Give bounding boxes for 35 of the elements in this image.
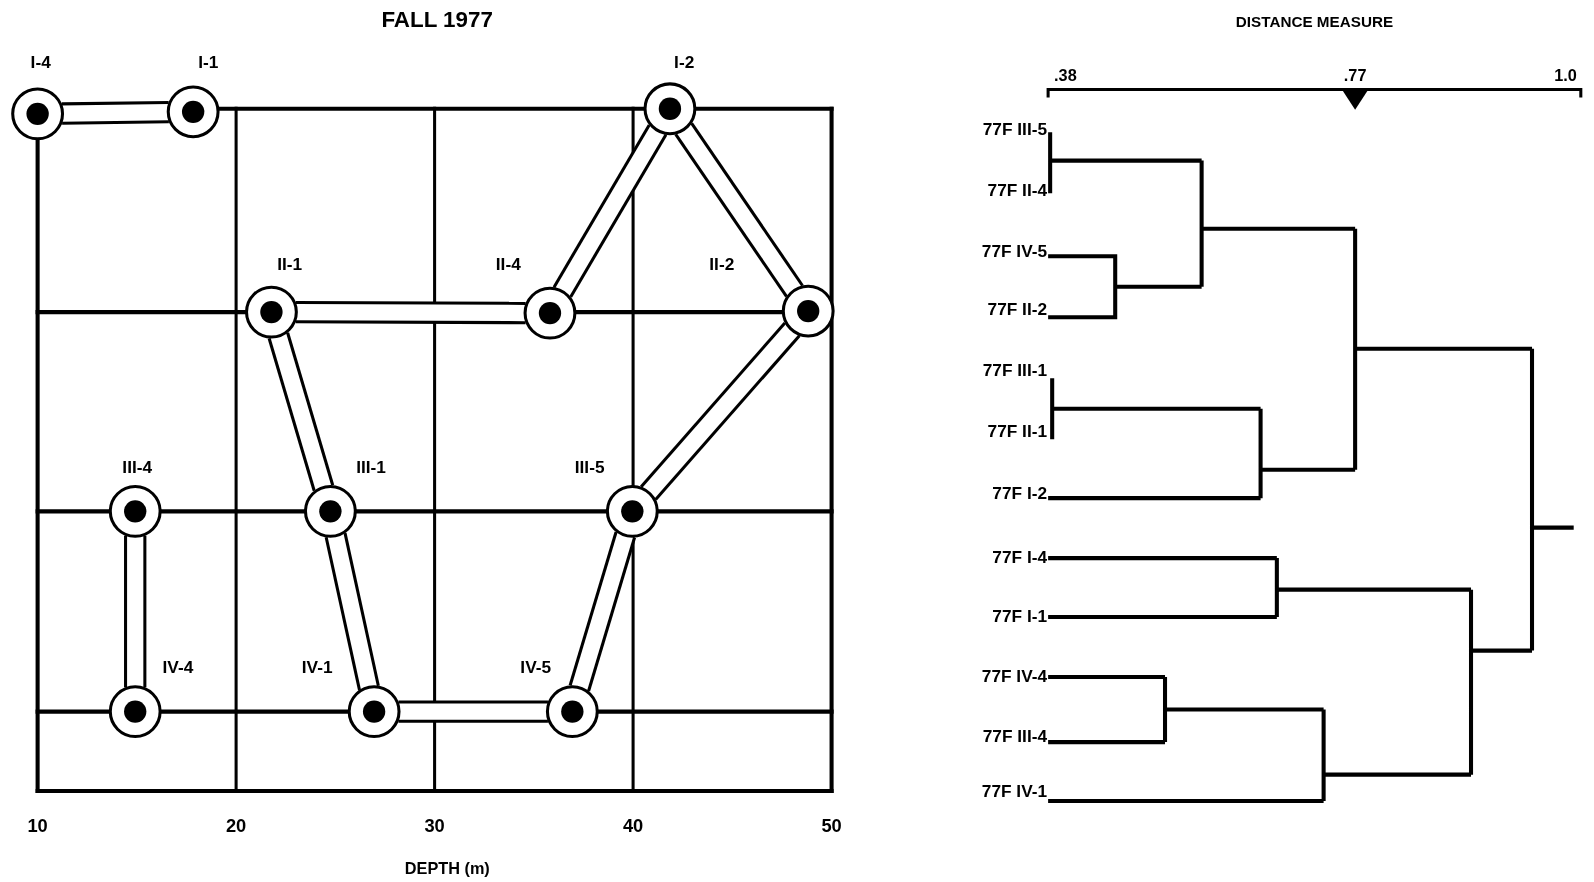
station-label: IV-5 (520, 657, 552, 679)
tick-label: 10 (27, 815, 48, 836)
station-label: III-1 (356, 457, 386, 478)
station-label: II-4 (495, 255, 521, 276)
leaf-label: 77F I-2 (992, 483, 1048, 505)
scale-value: .77 (1343, 66, 1367, 87)
chart-title: FALL 1977 (381, 10, 493, 31)
leaf-label: 77F IV-1 (981, 781, 1048, 803)
axis-title: DISTANCE MEASURE (1235, 12, 1394, 33)
station-label: IV-4 (162, 657, 194, 679)
station-label: III-5 (574, 457, 605, 478)
leaf-label: 77F III-5 (982, 119, 1048, 141)
leaf-label: 77F I-1 (992, 606, 1048, 628)
station-label: I-2 (674, 52, 695, 74)
tick-label: 20 (225, 815, 247, 836)
tick-label: 40 (622, 815, 644, 836)
scale-value: .38 (1054, 66, 1077, 87)
tick-label: 30 (424, 815, 445, 836)
station-label: I-1 (198, 52, 219, 74)
leaf-label: 77F III-4 (982, 726, 1048, 748)
station-label: I-4 (30, 52, 51, 74)
leaf-label: 77F III-1 (982, 360, 1048, 382)
leaf-label: 77F II-4 (987, 180, 1048, 202)
leaf-label: 77F I-4 (992, 547, 1048, 569)
station-label: II-1 (277, 255, 303, 276)
station-label: II-2 (709, 255, 735, 276)
station-label: IV-1 (301, 657, 333, 679)
tick-label: 50 (821, 815, 842, 836)
axis-title: DEPTH (m) (404, 859, 490, 880)
leaf-label: 77F IV-5 (981, 241, 1048, 263)
leaf-label: 77F II-2 (987, 299, 1048, 321)
leaf-label: 77F IV-4 (981, 666, 1048, 688)
station-label: III-4 (122, 457, 153, 478)
leaf-label: 77F II-1 (987, 421, 1048, 443)
scale-value: 1.0 (1554, 66, 1577, 87)
